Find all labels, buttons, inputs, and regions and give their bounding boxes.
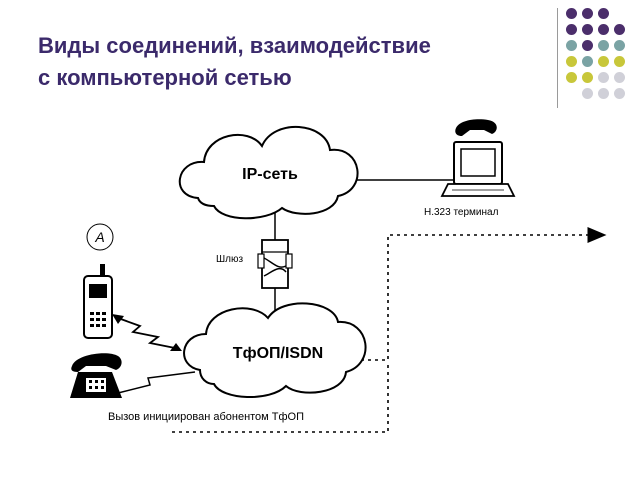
decor-dot	[566, 8, 577, 19]
decor-dot	[614, 88, 625, 99]
decor-dot	[614, 24, 625, 35]
decor-dot	[582, 24, 593, 35]
badge-a-label: A	[94, 229, 104, 245]
decor-dot	[582, 72, 593, 83]
pstn-cloud-label: ТфОП/ISDN	[233, 345, 323, 362]
decor-dot	[582, 56, 593, 67]
ip-cloud-label: IP-сеть	[242, 166, 298, 183]
decor-dot	[614, 72, 625, 83]
slide-title: Виды соединений, взаимодействие с компью…	[38, 30, 558, 94]
decor-dot	[598, 88, 609, 99]
decor-dot	[566, 56, 577, 67]
gateway-icon	[257, 239, 293, 289]
terminal-label: H.323 терминал	[424, 207, 499, 218]
phone-pstn-link	[117, 371, 196, 394]
slide-title-line1: Виды соединений, взаимодействие	[38, 33, 431, 58]
decor-dot	[598, 72, 609, 83]
decor-dot	[598, 8, 609, 19]
computer-icon	[440, 119, 516, 197]
radio-link-zigzag	[117, 317, 176, 349]
connections	[112, 179, 607, 433]
mobile-phone-icon	[83, 264, 113, 339]
decor-dot	[598, 40, 609, 51]
decor-dot	[598, 24, 609, 35]
decor-divider	[557, 8, 558, 108]
subscriber-a-badge: A	[86, 223, 114, 251]
pstn-cloud: ТфОП/ISDN	[183, 302, 367, 398]
decor-dot	[582, 88, 593, 99]
desk-phone-icon	[70, 353, 122, 398]
decor-dot	[582, 40, 593, 51]
decor-dot	[614, 40, 625, 51]
decor-dot	[598, 56, 609, 67]
decor-dot	[582, 8, 593, 19]
slide-title-line2: с компьютерной сетью	[38, 65, 292, 90]
decor-dot	[566, 40, 577, 51]
gateway-label: Шлюз	[216, 254, 244, 265]
terminal-phone-handset-icon	[455, 119, 497, 136]
radio-arrow-right	[170, 343, 182, 351]
ip-cloud: IP-сеть	[178, 125, 359, 220]
call-path-bottom-dotted	[172, 365, 389, 433]
radio-arrow-left	[112, 314, 124, 324]
decor-dot	[566, 72, 577, 83]
caller-label: Вызов инициирован абонентом ТфОП	[108, 411, 304, 423]
decor-dot	[614, 56, 625, 67]
decor-dot	[566, 24, 577, 35]
call-path-dotted	[340, 227, 607, 361]
